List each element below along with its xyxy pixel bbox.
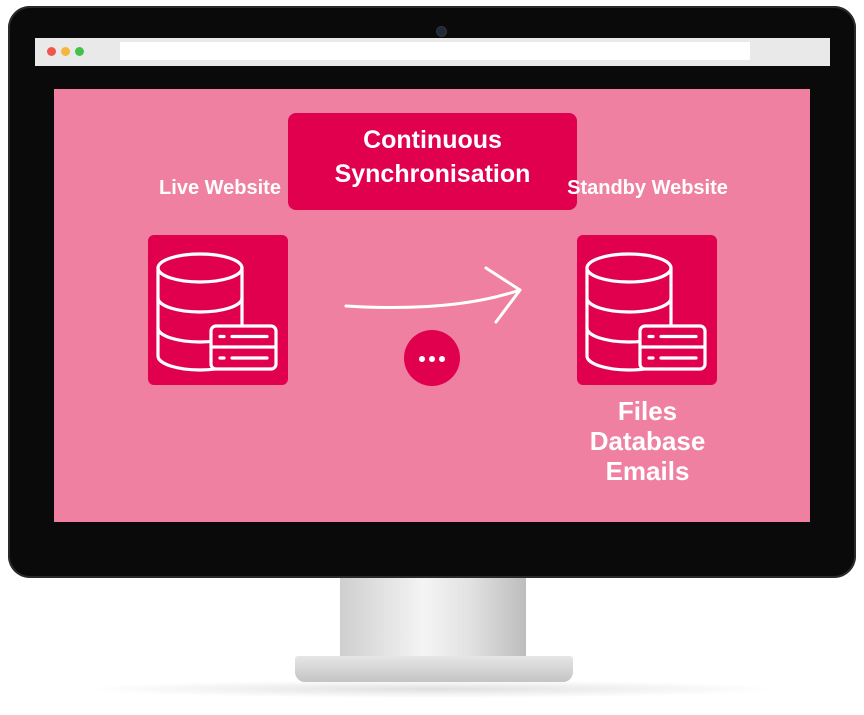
monitor-stand-base: [295, 656, 573, 682]
sync-title-box: Continuous Synchronisation: [288, 113, 577, 210]
browser-toolbar: [35, 38, 830, 66]
minimize-window-dot[interactable]: [61, 47, 70, 56]
database-server-icon: [156, 252, 278, 372]
address-bar[interactable]: [120, 42, 750, 60]
maximize-window-dot[interactable]: [75, 47, 84, 56]
sync-title: Continuous Synchronisation: [334, 126, 531, 188]
live-server-box: [148, 235, 288, 385]
standby-server-box: [577, 235, 717, 385]
standby-website-label: Standby Website: [567, 177, 728, 199]
list-item: Emails: [605, 456, 690, 486]
live-website-label: Live Website: [159, 177, 281, 199]
arrow-right-icon: [344, 266, 522, 324]
monitor-stand-neck: [340, 578, 526, 658]
close-window-dot[interactable]: [47, 47, 56, 56]
list-item: Files: [617, 396, 678, 426]
synced-data-list: Files Database Emails: [560, 396, 735, 486]
webcam-icon: [436, 26, 447, 37]
database-server-icon: [585, 252, 707, 372]
more-dots-icon: [404, 330, 460, 386]
stand-shadow: [80, 680, 784, 698]
list-item: Database: [589, 426, 706, 456]
